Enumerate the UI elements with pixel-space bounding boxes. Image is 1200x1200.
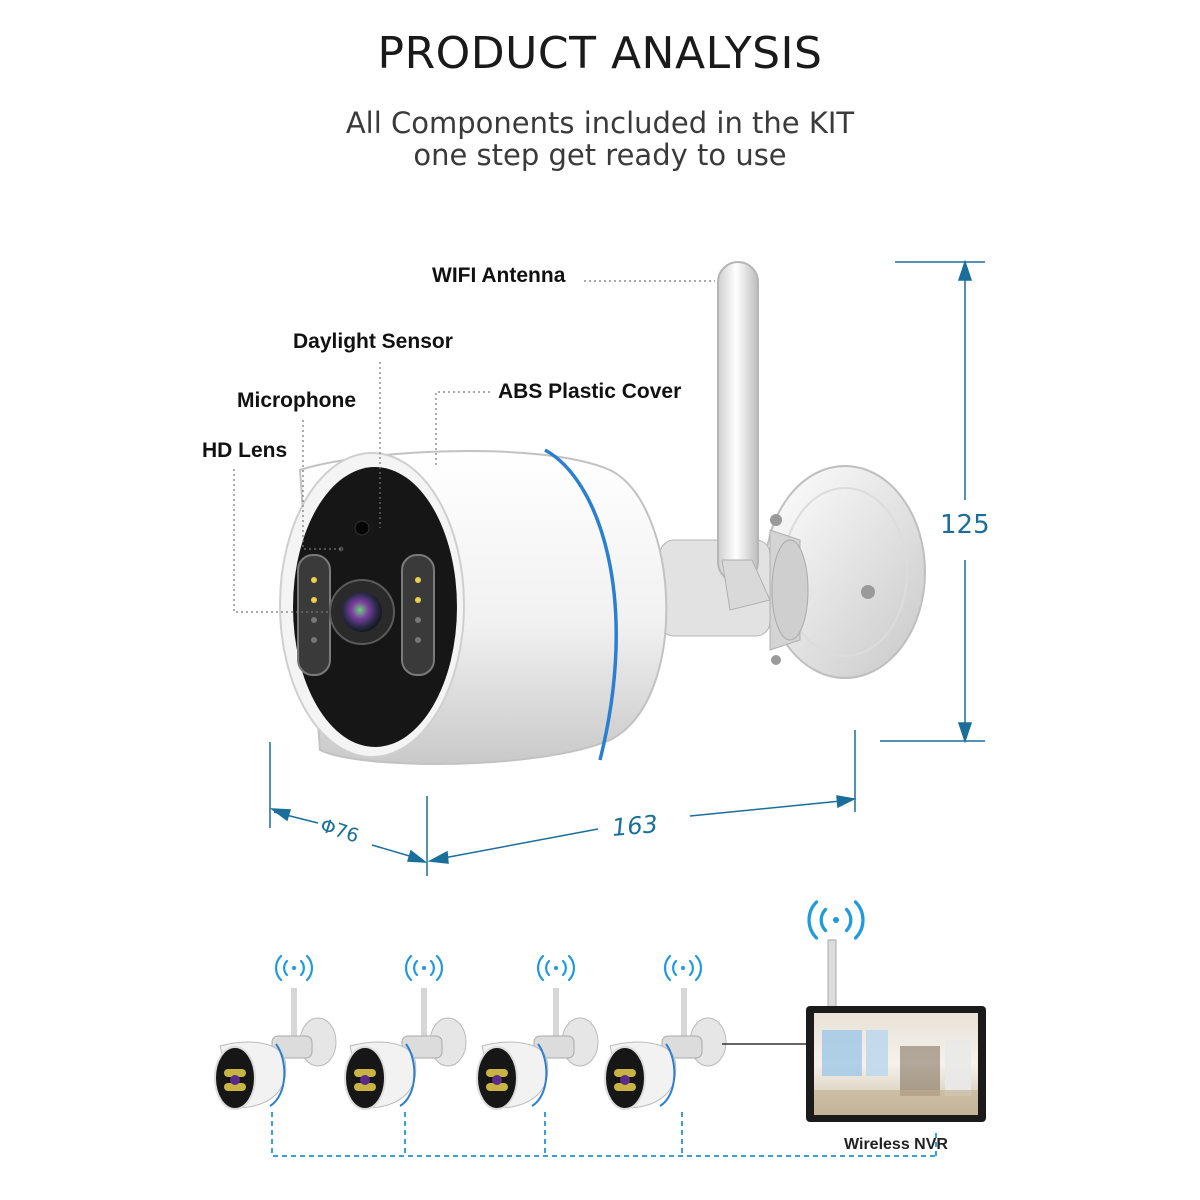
callout-wifi-antenna: WIFI Antenna bbox=[432, 264, 566, 287]
screw-icon bbox=[861, 585, 875, 599]
callout-hd-lens: HD Lens bbox=[202, 439, 288, 462]
mini-camera-2 bbox=[344, 987, 467, 1110]
wireless-nvr bbox=[806, 939, 986, 1122]
daylight-sensor-icon bbox=[354, 520, 370, 536]
screw-icon bbox=[770, 514, 782, 526]
callout-microphone: Microphone bbox=[237, 389, 356, 412]
mini-camera-3 bbox=[476, 987, 599, 1110]
page-title: PRODUCT ANALYSIS bbox=[377, 28, 823, 79]
mini-camera-4 bbox=[604, 987, 727, 1110]
dimension-length: 163 bbox=[610, 810, 659, 842]
callout-abs-plastic-cover: ABS Plastic Cover bbox=[498, 380, 682, 403]
camera-front bbox=[279, 452, 465, 758]
ir-led-panel-left bbox=[297, 554, 331, 676]
wifi-signal-icon bbox=[274, 954, 314, 982]
dimension-lines bbox=[269, 259, 985, 876]
hd-lens-icon bbox=[342, 592, 382, 632]
screw-icon bbox=[771, 655, 781, 665]
wifi-signal-icon bbox=[404, 954, 444, 982]
wifi-antenna bbox=[717, 261, 771, 611]
wifi-signal-icon bbox=[536, 954, 576, 982]
kit-illustration bbox=[214, 900, 986, 1157]
wifi-signal-icon bbox=[663, 954, 703, 982]
wifi-signal-icon bbox=[807, 900, 865, 940]
callout-leaders bbox=[233, 280, 715, 613]
blue-accent-ring bbox=[544, 448, 618, 761]
mini-camera-1 bbox=[214, 988, 337, 1110]
ir-led-panel-right bbox=[401, 554, 435, 676]
dimension-height: 125 bbox=[940, 510, 990, 540]
nvr-label: Wireless NVR bbox=[844, 1136, 948, 1153]
wall-mount bbox=[659, 465, 926, 679]
subtitle-line-2: one step get ready to use bbox=[413, 138, 787, 172]
callout-daylight-sensor: Daylight Sensor bbox=[293, 330, 453, 353]
network-connector bbox=[271, 1112, 937, 1157]
subtitle-line-1: All Components included in the KIT bbox=[345, 106, 855, 140]
